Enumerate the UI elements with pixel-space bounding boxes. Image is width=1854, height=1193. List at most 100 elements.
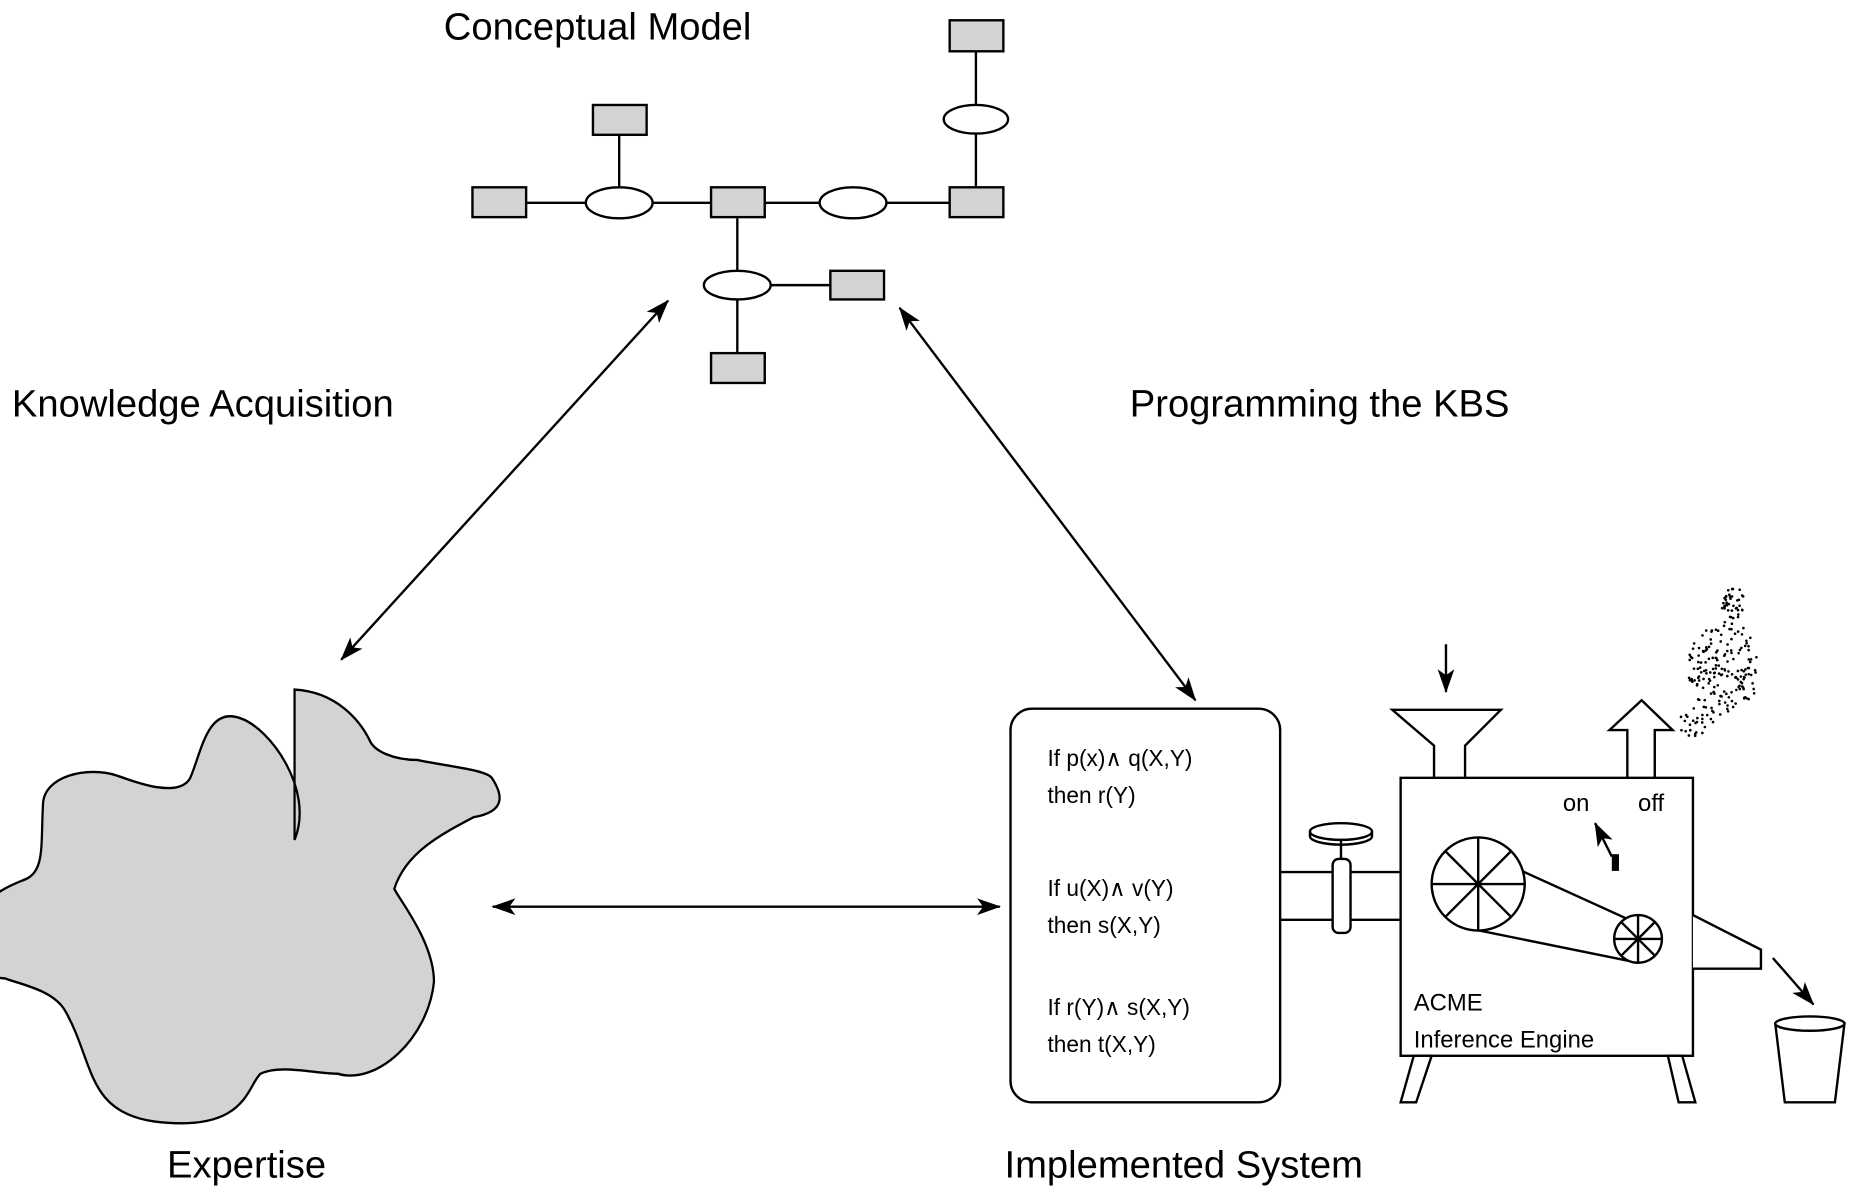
smoke-dot (1733, 632, 1737, 636)
smoke-dot (1712, 711, 1715, 714)
smoke-dot (1708, 671, 1712, 674)
smoke-dot (1692, 707, 1696, 710)
smoke-dot (1752, 692, 1756, 695)
smoke-dot (1704, 661, 1707, 664)
engine-name: Inference Engine (1414, 1026, 1594, 1053)
smoke-dot (1689, 655, 1693, 659)
smoke-icon (1679, 587, 1758, 738)
smoke-dot (1712, 671, 1716, 675)
smoke-dot (1722, 601, 1725, 605)
smoke-dot (1691, 719, 1695, 723)
smoke-dot (1704, 646, 1708, 649)
output-cup-icon (1773, 1015, 1846, 1104)
smoke-dot (1736, 630, 1740, 633)
smoke-dot (1697, 679, 1701, 682)
smoke-dot (1745, 641, 1748, 645)
smoke-dot (1702, 677, 1705, 681)
smoke-dot (1688, 658, 1692, 662)
smoke-dot (1742, 675, 1746, 679)
switch-lever-icon (1594, 822, 1613, 858)
smoke-dot (1730, 622, 1734, 626)
smoke-dot (1698, 666, 1702, 669)
smoke-dot (1726, 704, 1729, 707)
smoke-dot (1719, 673, 1723, 677)
smoke-dot (1701, 649, 1705, 653)
smoke-dot (1716, 683, 1720, 687)
smoke-dot (1749, 673, 1753, 677)
smoke-dot (1722, 690, 1726, 693)
smoke-dot (1723, 669, 1727, 672)
smoke-dot (1723, 604, 1727, 608)
smoke-dot (1736, 608, 1740, 612)
smoke-dot (1740, 681, 1744, 685)
concept-node (829, 269, 886, 301)
smoke-dot (1718, 702, 1721, 706)
smoke-dot (1684, 713, 1688, 717)
smoke-dot (1736, 678, 1740, 681)
smoke-dot (1729, 615, 1733, 619)
programming-arrow (898, 306, 1197, 702)
smoke-dot (1730, 595, 1734, 598)
smoke-dot (1701, 713, 1704, 717)
engine-leg (1399, 1054, 1434, 1104)
rule-if: If u(X)∧ v(Y) (1047, 875, 1173, 901)
smoke-dot (1701, 634, 1704, 637)
smoke-dot (1712, 675, 1716, 679)
smoke-dot (1701, 686, 1705, 690)
smoke-dot (1679, 715, 1683, 719)
relation-node (818, 186, 888, 220)
small-wheel-icon (1613, 913, 1664, 964)
smoke-dot (1697, 654, 1700, 657)
smoke-dot (1727, 602, 1731, 606)
output-chute (1692, 913, 1763, 970)
smoke-dot (1725, 602, 1728, 606)
smoke-dot (1712, 690, 1715, 694)
smoke-dot (1727, 670, 1730, 673)
rule-then: then s(X,Y) (1047, 912, 1160, 938)
switch-on-label: on (1563, 790, 1590, 817)
relation-node (584, 186, 654, 220)
smoke-dot (1692, 667, 1696, 670)
smoke-dot (1742, 669, 1746, 673)
smoke-dot (1699, 661, 1703, 664)
smoke-dot (1730, 609, 1734, 612)
smoke-dot (1745, 639, 1748, 643)
smoke-dot (1705, 713, 1709, 717)
smoke-dot (1725, 707, 1729, 711)
smoke-dot (1738, 588, 1742, 592)
smoke-dot (1726, 643, 1729, 646)
smoke-dot (1747, 658, 1751, 661)
smoke-dot (1731, 705, 1735, 709)
smoke-dot (1710, 706, 1713, 710)
conceptual-model-title: Conceptual Model (444, 5, 752, 48)
smoke-dot (1724, 594, 1728, 598)
smoke-dot (1693, 679, 1696, 682)
smoke-dot (1730, 587, 1734, 591)
smoke-dot (1749, 657, 1753, 661)
smoke-dot (1704, 706, 1708, 709)
smoke-dot (1717, 664, 1721, 667)
inference-engine-machine: on off ACME Inference Engine (1389, 587, 1846, 1104)
smoke-dot (1747, 697, 1750, 701)
exhaust-arrow-icon (1606, 698, 1676, 780)
concept-node (471, 186, 528, 219)
smoke-dot (1727, 695, 1731, 699)
smoke-dot (1680, 728, 1683, 732)
smoke-dot (1707, 682, 1710, 685)
smoke-dot (1752, 687, 1755, 691)
smoke-dot (1718, 713, 1722, 716)
smoke-dot (1692, 642, 1696, 645)
concept-node (591, 103, 648, 137)
smoke-dot (1714, 628, 1718, 631)
smoke-dot (1717, 699, 1721, 703)
smoke-dot (1703, 698, 1707, 702)
smoke-dot (1732, 604, 1735, 608)
relation-node (702, 269, 772, 301)
smoke-dot (1730, 651, 1733, 655)
smoke-dot (1728, 627, 1731, 631)
switch-knob[interactable] (1611, 854, 1619, 871)
smoke-dot (1738, 687, 1742, 691)
smoke-dot (1709, 717, 1713, 721)
smoke-dot (1696, 660, 1700, 664)
smoke-dot (1717, 672, 1721, 675)
